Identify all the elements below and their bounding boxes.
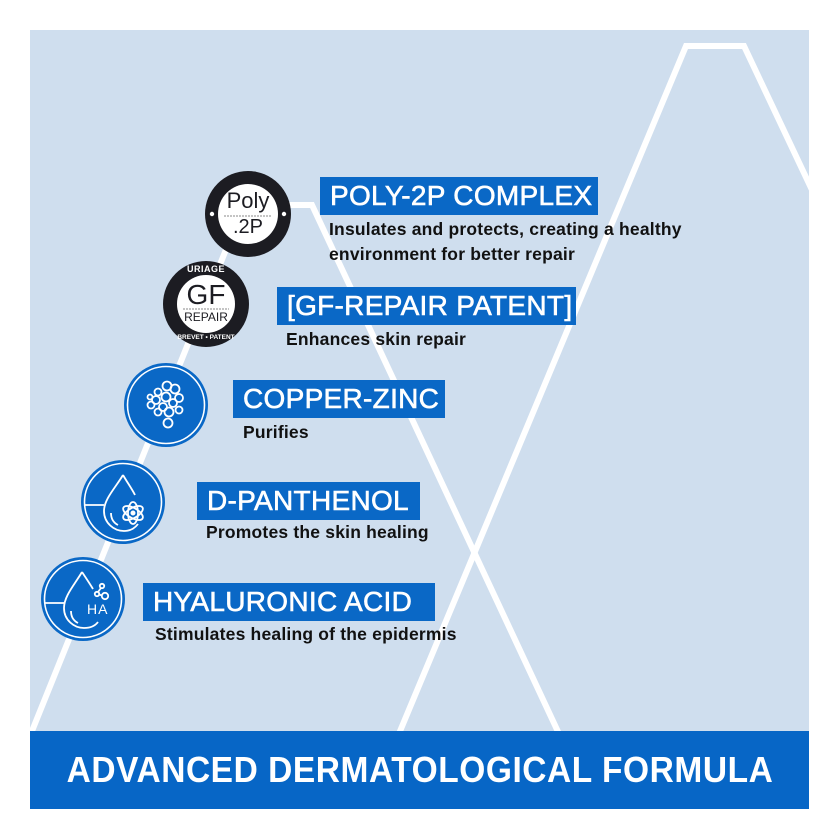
poly-badge-bottom-text: .2P [232, 216, 264, 238]
description-line: Stimulates healing of the epidermis [155, 624, 457, 644]
ingredient-description: Stimulates healing of the epidermis [155, 622, 457, 647]
gf-badge-arc-bottom: BREVET • PATENT [177, 334, 235, 341]
gf-badge-arc-top: URIAGE [186, 264, 225, 274]
description-line: Insulates and protects, creating a healt… [329, 219, 682, 239]
gf-badge-main: GF [186, 279, 226, 310]
gf-repair-badge-icon: URIAGE GF REPAIR BREVET • PATENT [163, 261, 249, 347]
ingredient-title: POLY-2P COMPLEX [320, 177, 598, 215]
ingredient-title: HYALURONIC ACID [143, 583, 435, 621]
ingredient-title: [GF-REPAIR PATENT] [277, 287, 576, 325]
description-line: Promotes the skin healing [206, 522, 429, 542]
ingredient-title: COPPER-ZINC [233, 380, 445, 418]
ingredient-description: Insulates and protects, creating a healt… [329, 217, 682, 267]
poly-badge-top-text: Poly [226, 188, 270, 213]
gf-badge-sub: REPAIR [184, 310, 228, 324]
poly-2p-badge-icon: Poly .2P [205, 171, 291, 257]
bottom-banner: ADVANCED DERMATOLOGICAL FORMULA [30, 731, 809, 809]
ingredient-description: Purifies [243, 420, 309, 445]
description-line: environment for better repair [329, 244, 575, 264]
description-line: Purifies [243, 422, 309, 442]
ingredient-description: Enhances skin repair [286, 327, 466, 352]
drop-molecule-icon: HA [40, 556, 126, 642]
drop-atom-icon [80, 459, 166, 545]
ingredient-title: D-PANTHENOL [197, 482, 420, 520]
description-line: Enhances skin repair [286, 329, 467, 349]
banner-headline: ADVANCED DERMATOLOGICAL FORMULA [66, 749, 773, 790]
ingredient-description: Promotes the skin healing [206, 520, 429, 545]
bubbles-icon [123, 362, 209, 448]
ha-badge-label: HA [87, 601, 109, 617]
